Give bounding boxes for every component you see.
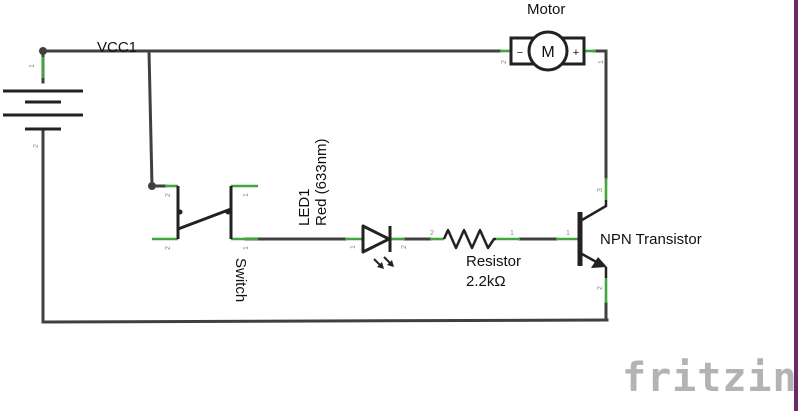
switch-pivot [225,209,231,215]
resistor-value-label: 2.2kΩ [466,273,506,290]
resistor-symbol: 2 1 Resistor 2.2kΩ [430,228,521,290]
frame-edge [794,0,798,411]
motor-label: Motor [527,1,565,18]
led-value-label: Red (633nm) [313,138,330,226]
pin-number: 2 [165,246,172,250]
transistor-symbol: 1 3 2 NPN Transistor [556,178,702,303]
resistor-name-label: Resistor [466,253,521,270]
junction-dot [148,182,156,190]
wire-motor-to-collector [593,49,608,180]
pin-number: 2 [401,245,408,249]
switch-symbol: 2 2 1 1 Switch [152,184,258,302]
motor-symbol-letter: M [541,44,554,61]
battery-symbol: 1 2 [3,57,83,148]
motor-rotor [527,30,569,72]
fritzing-logo: fritzing [622,355,798,401]
switch-pivot [177,209,183,215]
junction-dot [39,47,47,55]
switch-lever [177,207,232,231]
led-symbol: LED1 Red (633nm) 1 2 [296,138,408,269]
motor-plus-sign: + [573,47,579,59]
led-triangle [361,224,391,254]
wire-vcc-to-switch [147,49,167,188]
pin-number: 2 [430,230,434,237]
junction-dots [39,47,156,190]
pin-number: 1 [243,193,250,197]
pin-number: 1 [566,230,570,237]
led-name-label: LED1 [296,188,313,226]
pin-number: 2 [501,60,508,64]
led-light-arrow [377,262,384,269]
motor-symbol: M − + Motor 2 1 [500,1,605,72]
pin-number: 3 [597,188,604,192]
pin-number: 1 [350,245,357,249]
led-light-arrow [387,260,394,267]
pin-number: 2 [597,286,604,290]
resistor-zigzag [442,228,496,250]
transistor-collector-lead [581,200,608,222]
vcc-label: VCC1 [97,39,137,56]
motor-minus-sign: − [517,47,523,59]
pin-number: 1 [29,64,36,68]
transistor-emitter-arrow [591,257,607,268]
pin-number: 1 [598,60,605,64]
pin-number: 2 [33,144,40,148]
pin-number: 1 [243,246,250,250]
wire-ground-rail [41,318,609,324]
pin-number: 1 [510,230,514,237]
pin-number: 2 [165,193,172,197]
transistor-label: NPN Transistor [600,231,702,248]
switch-label: Switch [232,258,249,302]
